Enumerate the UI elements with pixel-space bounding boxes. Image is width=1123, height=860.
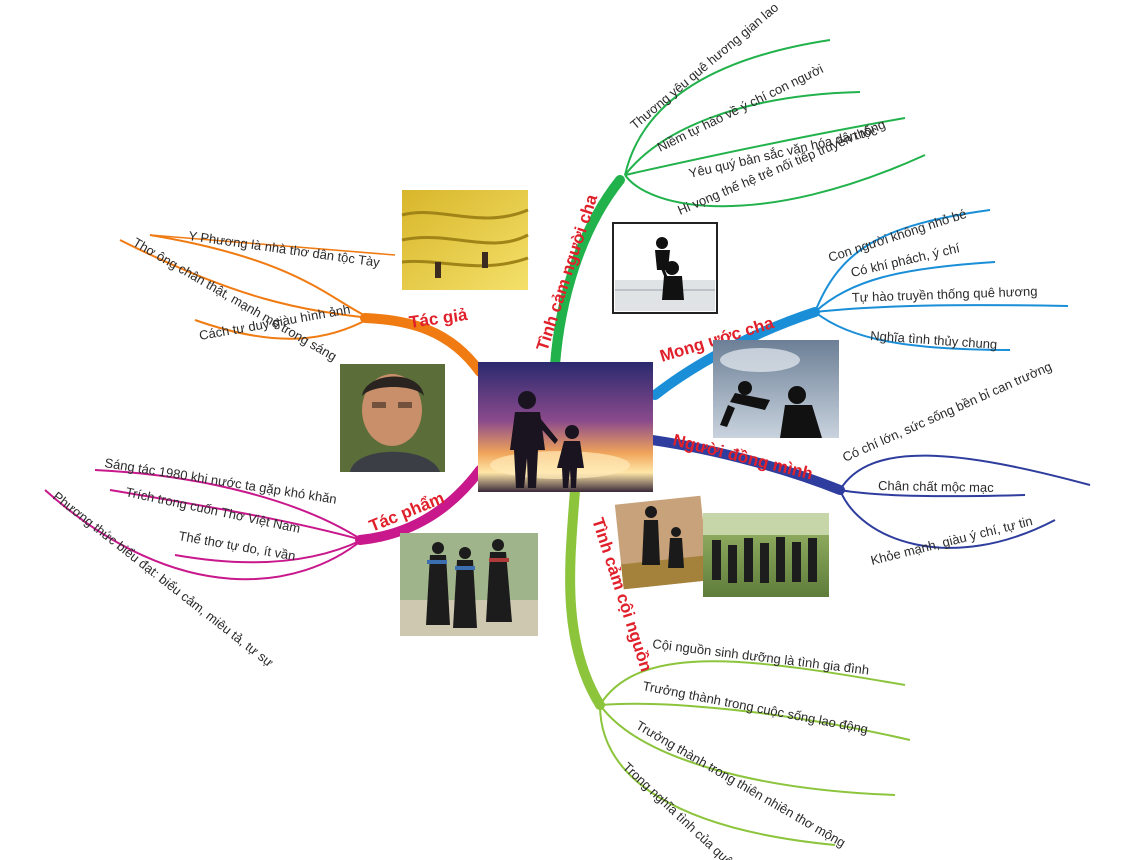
branch-title-nguoi-dong-minh: Người đồng mình bbox=[671, 430, 815, 483]
father-playing-child-silhouette bbox=[713, 340, 839, 438]
leaf-tccn-2: Trưởng thành trong cuộc sống lao động bbox=[641, 678, 869, 736]
ethnic-women-walking-photo bbox=[400, 533, 538, 636]
leaf-tcnc-1: Thương yêu quê hương gian lao bbox=[627, 0, 781, 132]
leaf-tccn-4: Trong nghĩa tình của quê hương bbox=[620, 759, 767, 860]
leaf-ndm-3: Khỏe mạnh, giàu ý chí, tự tin bbox=[869, 513, 1034, 568]
branch-title-tinh-cam-nguoi-cha: Tình cảm người cha bbox=[533, 192, 602, 354]
leaf-tac-gia-3: Cách tư duy giàu hình ảnh bbox=[198, 302, 352, 343]
rice-terrace-photo bbox=[401, 190, 529, 290]
father-son-walking-photo bbox=[614, 495, 710, 590]
center-image bbox=[478, 362, 653, 492]
leaf-tccn-1: Cội nguồn sinh dưỡng là tình gia đình bbox=[652, 636, 870, 677]
ethnic-dance-photo bbox=[703, 513, 829, 597]
father-lifting-child-silhouette bbox=[612, 222, 718, 314]
branch-title-tac-gia: Tác giả bbox=[408, 305, 469, 332]
leaf-ndm-2: Chân chất mộc mạc bbox=[878, 478, 994, 495]
leaf-muc-3: Tự hào truyền thống quê hương bbox=[852, 284, 1038, 305]
portrait-y-phuong bbox=[340, 364, 445, 472]
branch-tinh-cam-nguoi-cha: Tình cảm người cha Thương yêu quê hương … bbox=[533, 0, 926, 370]
leaf-ndm-1: Có chí lớn, sức sống bền bỉ can trường bbox=[840, 359, 1054, 465]
